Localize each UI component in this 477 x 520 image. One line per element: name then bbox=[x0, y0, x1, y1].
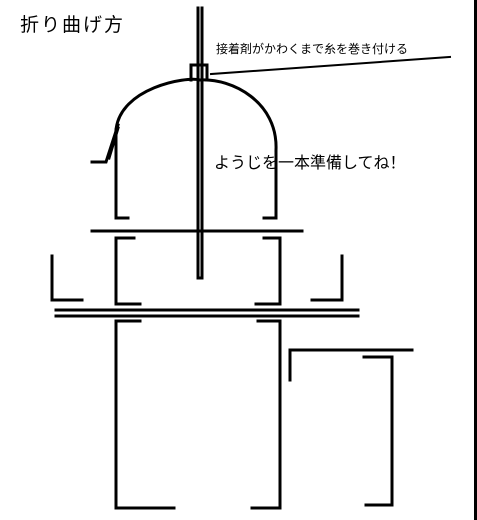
dome-arc bbox=[114, 77, 278, 152]
annotation-pointer-line bbox=[209, 55, 452, 76]
annotation-glue-thread: 接着剤がかわくまで糸を巻き付ける bbox=[216, 42, 409, 56]
thread-wrap bbox=[189, 63, 209, 82]
middle-section bbox=[114, 236, 282, 306]
right-panel bbox=[288, 348, 414, 507]
left-flap bbox=[90, 123, 120, 164]
side-wings bbox=[50, 254, 344, 302]
fold-line-lower bbox=[54, 308, 360, 318]
toothpick bbox=[196, 6, 204, 280]
bottom-body bbox=[114, 319, 282, 510]
page-title: 折り曲げ方 bbox=[20, 14, 126, 36]
annotation-toothpick: ようじを一本準備してね！ bbox=[214, 153, 406, 172]
